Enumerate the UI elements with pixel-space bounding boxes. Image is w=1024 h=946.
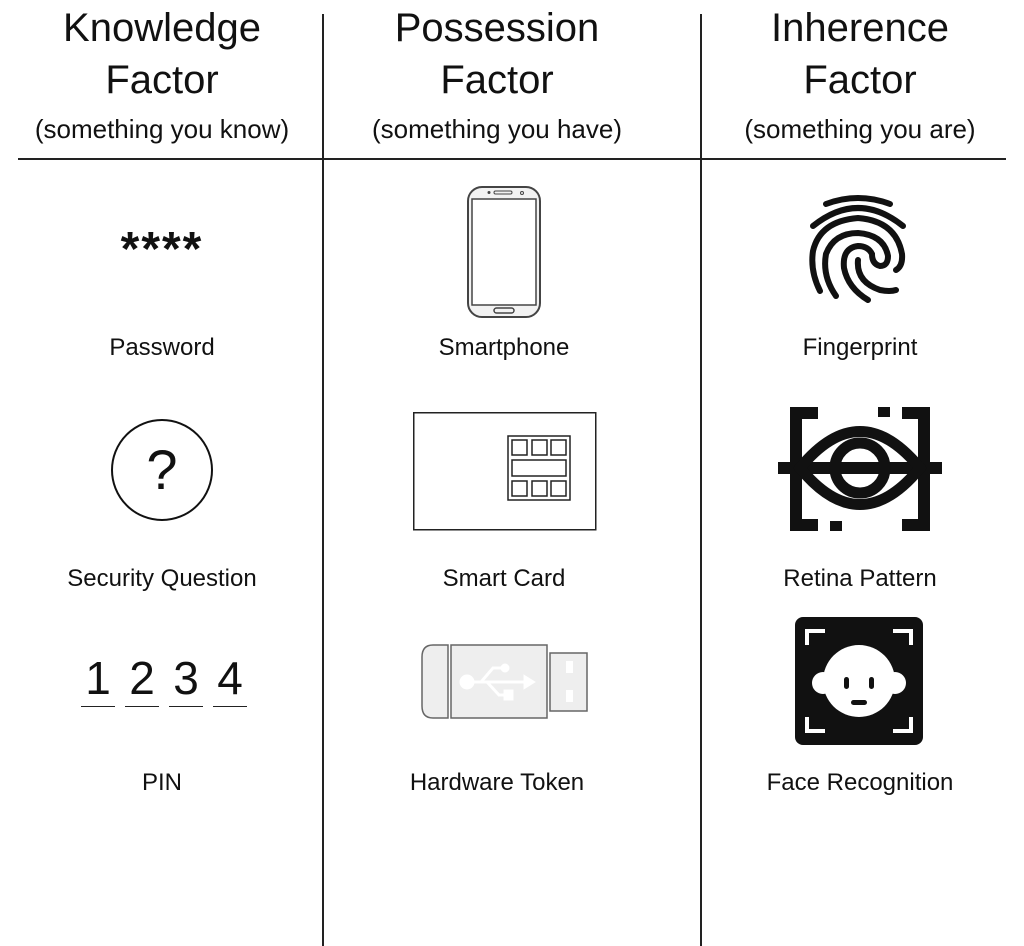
pin-digit: 3 bbox=[169, 654, 203, 707]
smartphone-label: Smartphone bbox=[438, 334, 570, 361]
pin-label: PIN bbox=[141, 769, 182, 796]
password-label: Password bbox=[109, 334, 215, 361]
face-scan-icon bbox=[795, 617, 923, 745]
pin-digit: 4 bbox=[213, 654, 247, 707]
smart-card-label: Smart Card bbox=[442, 565, 566, 592]
fingerprint-label: Fingerprint bbox=[802, 334, 918, 361]
pin-digit: 1 bbox=[81, 654, 115, 707]
security-question-label: Security Question bbox=[67, 565, 257, 592]
usb-token-icon bbox=[421, 644, 588, 719]
face-recognition-label: Face Recognition bbox=[766, 769, 954, 796]
hardware-token-label: Hardware Token bbox=[409, 769, 585, 796]
retina-scan-icon bbox=[778, 407, 942, 531]
smart-card-icon bbox=[413, 412, 597, 531]
column-divider bbox=[700, 14, 702, 946]
pin-digit: 2 bbox=[125, 654, 159, 707]
smartphone-icon bbox=[467, 186, 541, 318]
knowledge-subtitle: (something you know) bbox=[34, 114, 290, 144]
header-divider bbox=[18, 158, 1006, 160]
fingerprint-icon bbox=[809, 195, 906, 303]
asterisks-icon: **** bbox=[120, 223, 204, 276]
possession-subtitle: (something you have) bbox=[371, 114, 623, 144]
inherence-subtitle: (something you are) bbox=[744, 114, 976, 144]
column-divider bbox=[322, 14, 324, 946]
question-circle-icon: ? bbox=[111, 419, 213, 521]
retina-pattern-label: Retina Pattern bbox=[783, 565, 937, 592]
